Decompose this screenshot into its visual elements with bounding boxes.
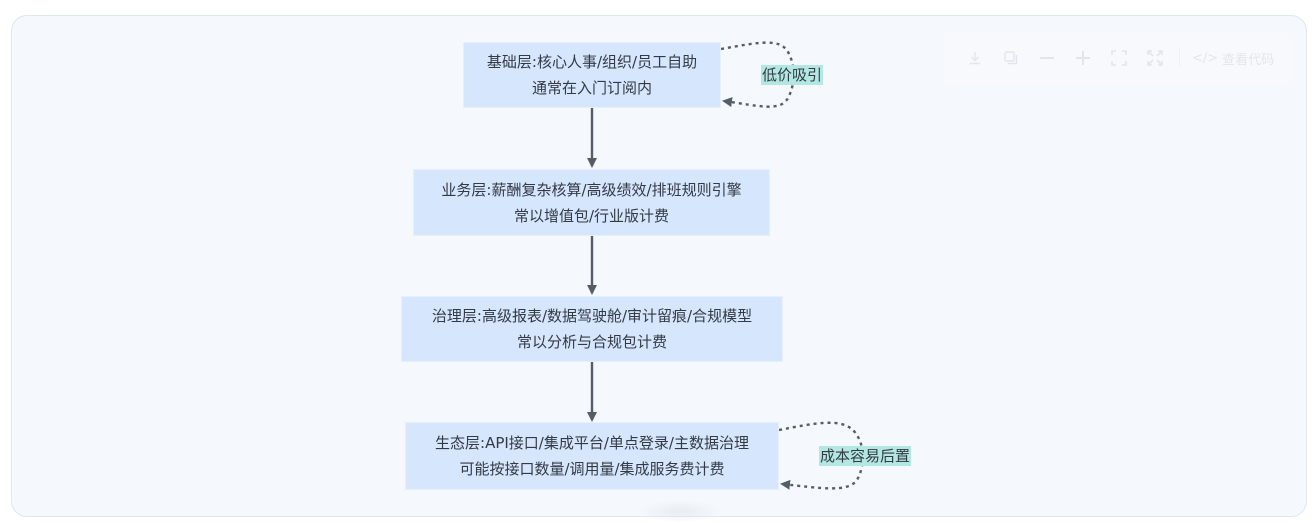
bottom-shadow — [640, 500, 720, 523]
view-code-button[interactable]: </> 查看代码 — [1192, 49, 1274, 68]
zoom-out-button[interactable] — [1029, 40, 1065, 76]
copy-button[interactable] — [993, 40, 1029, 76]
node-governance-layer-title: 治理层:高级报表/数据驾驶舱/审计留痕/合规模型 — [431, 307, 753, 325]
fit-screen-button[interactable] — [1101, 40, 1137, 76]
node-ecosystem-layer-note: 可能按接口数量/调用量/集成服务费计费 — [459, 460, 725, 478]
zoom-in-button[interactable] — [1065, 40, 1101, 76]
diagram-toolbar: </> 查看代码 — [943, 32, 1291, 84]
download-button[interactable] — [957, 40, 993, 76]
node-base-layer[interactable]: 基础层:核心人事/组织/员工自助 通常在入门订阅内 — [463, 42, 721, 108]
node-ecosystem-layer-title: 生态层:API接口/集成平台/单点登录/主数据治理 — [435, 434, 749, 452]
view-code-label: 查看代码 — [1222, 52, 1275, 68]
node-business-layer-note: 常以增值包/行业版计费 — [513, 206, 670, 225]
node-base-layer-note: 通常在入门订阅内 — [531, 79, 652, 97]
fit-screen-icon — [1111, 50, 1127, 66]
copy-icon — [1004, 51, 1018, 65]
edge-label-cost-deferred: 成本容易后置 — [819, 446, 912, 466]
fullscreen-icon — [1147, 50, 1163, 66]
download-icon — [970, 52, 980, 65]
toolbar-divider — [1179, 49, 1180, 67]
node-base-layer-title: 基础层:核心人事/组织/员工自助 — [486, 53, 698, 71]
node-governance-layer[interactable]: 治理层:高级报表/数据驾驶舱/审计留痕/合规模型 常以分析与合规包计费 — [401, 296, 783, 362]
plus-icon — [1076, 51, 1090, 65]
minus-icon — [1040, 57, 1054, 59]
edge-label-low-price: 低价吸引 — [761, 65, 824, 85]
fullscreen-button[interactable] — [1137, 40, 1173, 76]
node-business-layer-title: 业务层:薪酬复杂核算/高级绩效/排班规则引擎 — [441, 180, 742, 199]
node-governance-layer-note: 常以分析与合规包计费 — [516, 333, 667, 351]
node-ecosystem-layer[interactable]: 生态层:API接口/集成平台/单点登录/主数据治理 可能按接口数量/调用量/集成… — [405, 422, 779, 490]
loop-edge-base — [720, 41, 795, 108]
code-icon: </> — [1192, 50, 1219, 66]
node-business-layer[interactable]: 业务层:薪酬复杂核算/高级绩效/排班规则引擎 常以增值包/行业版计费 — [413, 169, 770, 236]
